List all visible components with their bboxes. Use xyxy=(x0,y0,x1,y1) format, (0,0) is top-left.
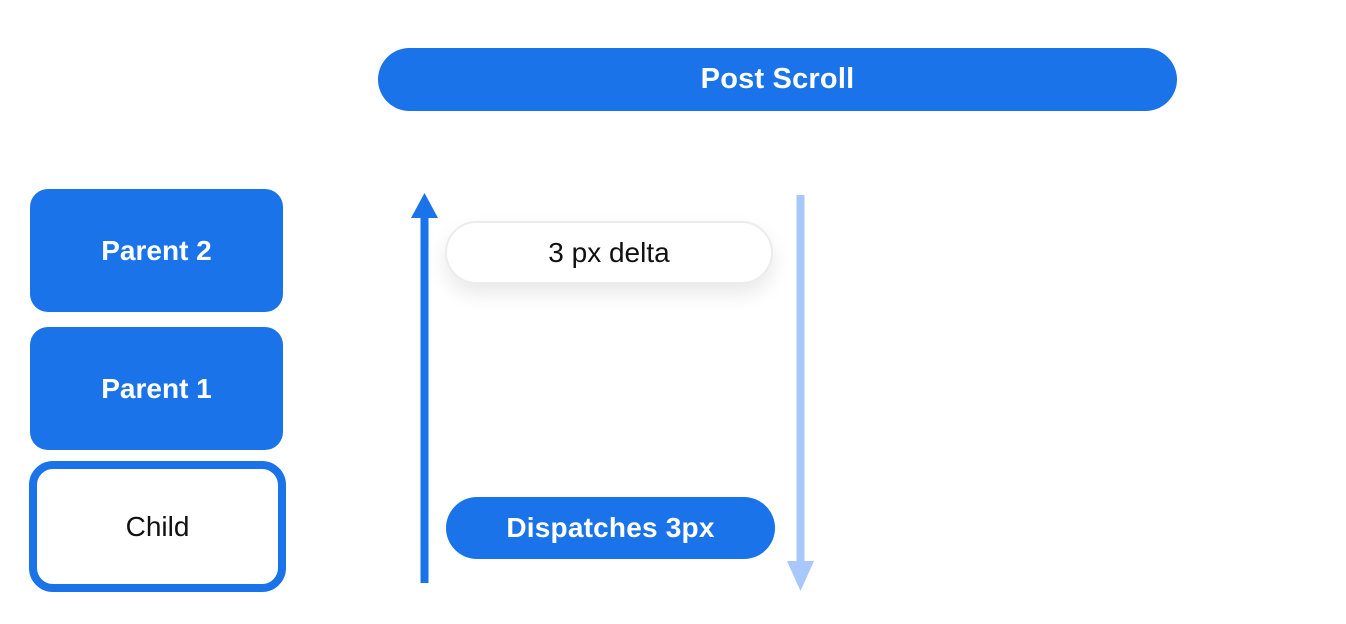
post-scroll-pill: Post Scroll xyxy=(378,48,1177,111)
node-child-label: Child xyxy=(125,510,190,542)
down-arrow-icon xyxy=(787,195,814,591)
post-scroll-label: Post Scroll xyxy=(700,63,855,95)
up-arrow-icon xyxy=(411,193,438,583)
node-child: Child xyxy=(29,461,286,592)
node-parent-1: Parent 1 xyxy=(30,327,283,450)
dispatch-pill-label: Dispatches 3px xyxy=(506,512,715,543)
delta-pill-label: 3 px delta xyxy=(548,236,670,268)
dispatch-pill: Dispatches 3px xyxy=(446,497,775,559)
node-parent-1-label: Parent 1 xyxy=(101,372,212,404)
node-parent-2: Parent 2 xyxy=(30,189,283,312)
delta-pill: 3 px delta xyxy=(445,221,773,284)
node-parent-2-label: Parent 2 xyxy=(101,234,212,266)
